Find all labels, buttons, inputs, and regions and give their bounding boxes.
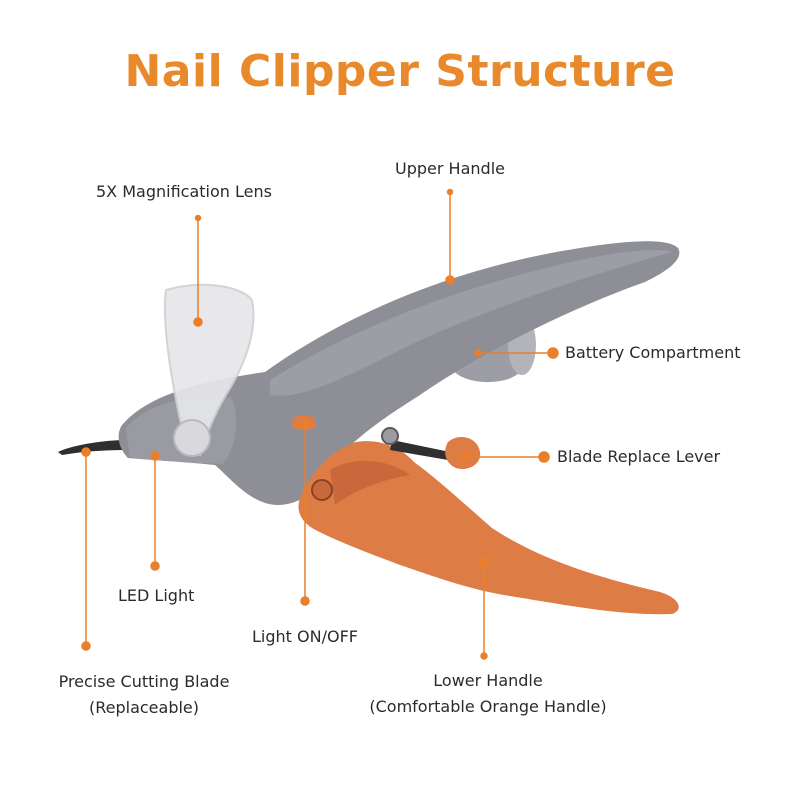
orange-dot-icon (446, 188, 454, 196)
label-blade-replace-lever: Blade Replace Lever (557, 447, 721, 466)
upper-handle-highlight (270, 250, 672, 396)
orange-dot-icon (479, 557, 489, 567)
label-upper-handle: Upper Handle (395, 159, 505, 178)
page-title: Nail Clipper Structure (124, 46, 676, 97)
callout-lines (81, 188, 559, 660)
orange-dot-icon (193, 317, 203, 327)
lens-pivot-shape (173, 419, 211, 457)
label-magnification-lens: 5X Magnification Lens (96, 182, 272, 201)
upper-handle-shape (118, 241, 680, 505)
label-cutting-blade: Precise Cutting Blade (Replaceable) (59, 669, 230, 721)
lower-handle-shape (298, 441, 679, 615)
label-cutting-blade-line1: Precise Cutting Blade (58, 672, 230, 691)
orange-dot-icon (150, 451, 160, 461)
cutting-blade-shape (58, 440, 130, 455)
label-led-light: LED Light (118, 586, 195, 605)
pivot-screw-shape (381, 427, 399, 445)
orange-dot-icon (194, 214, 202, 222)
orange-dot-icon (538, 451, 550, 463)
label-lower-handle: Lower Handle (Comfortable Orange Handle) (369, 668, 606, 720)
lower-handle-shade (330, 460, 410, 505)
label-lower-handle-line2: (Comfortable Orange Handle) (369, 697, 607, 716)
magnifier-lens-shape (163, 283, 255, 457)
orange-dot-icon (547, 347, 559, 359)
label-light-switch: Light ON/OFF (252, 627, 358, 646)
orange-dot-icon (445, 275, 455, 285)
orange-dot-icon (81, 447, 91, 457)
orange-dot-icon (300, 419, 310, 429)
lower-pivot-shape (311, 479, 333, 501)
label-cutting-blade-line2: (Replaceable) (88, 698, 200, 717)
orange-dot-icon (300, 596, 310, 606)
spring-link-shape (390, 440, 450, 460)
orange-dot-icon (150, 561, 160, 571)
orange-dot-icon (460, 452, 470, 462)
orange-dot-icon (474, 349, 482, 357)
orange-dot-icon (480, 652, 488, 660)
label-lower-handle-line1: Lower Handle (433, 671, 543, 690)
orange-dot-icon (81, 641, 91, 651)
label-battery-compartment: Battery Compartment (565, 343, 741, 362)
